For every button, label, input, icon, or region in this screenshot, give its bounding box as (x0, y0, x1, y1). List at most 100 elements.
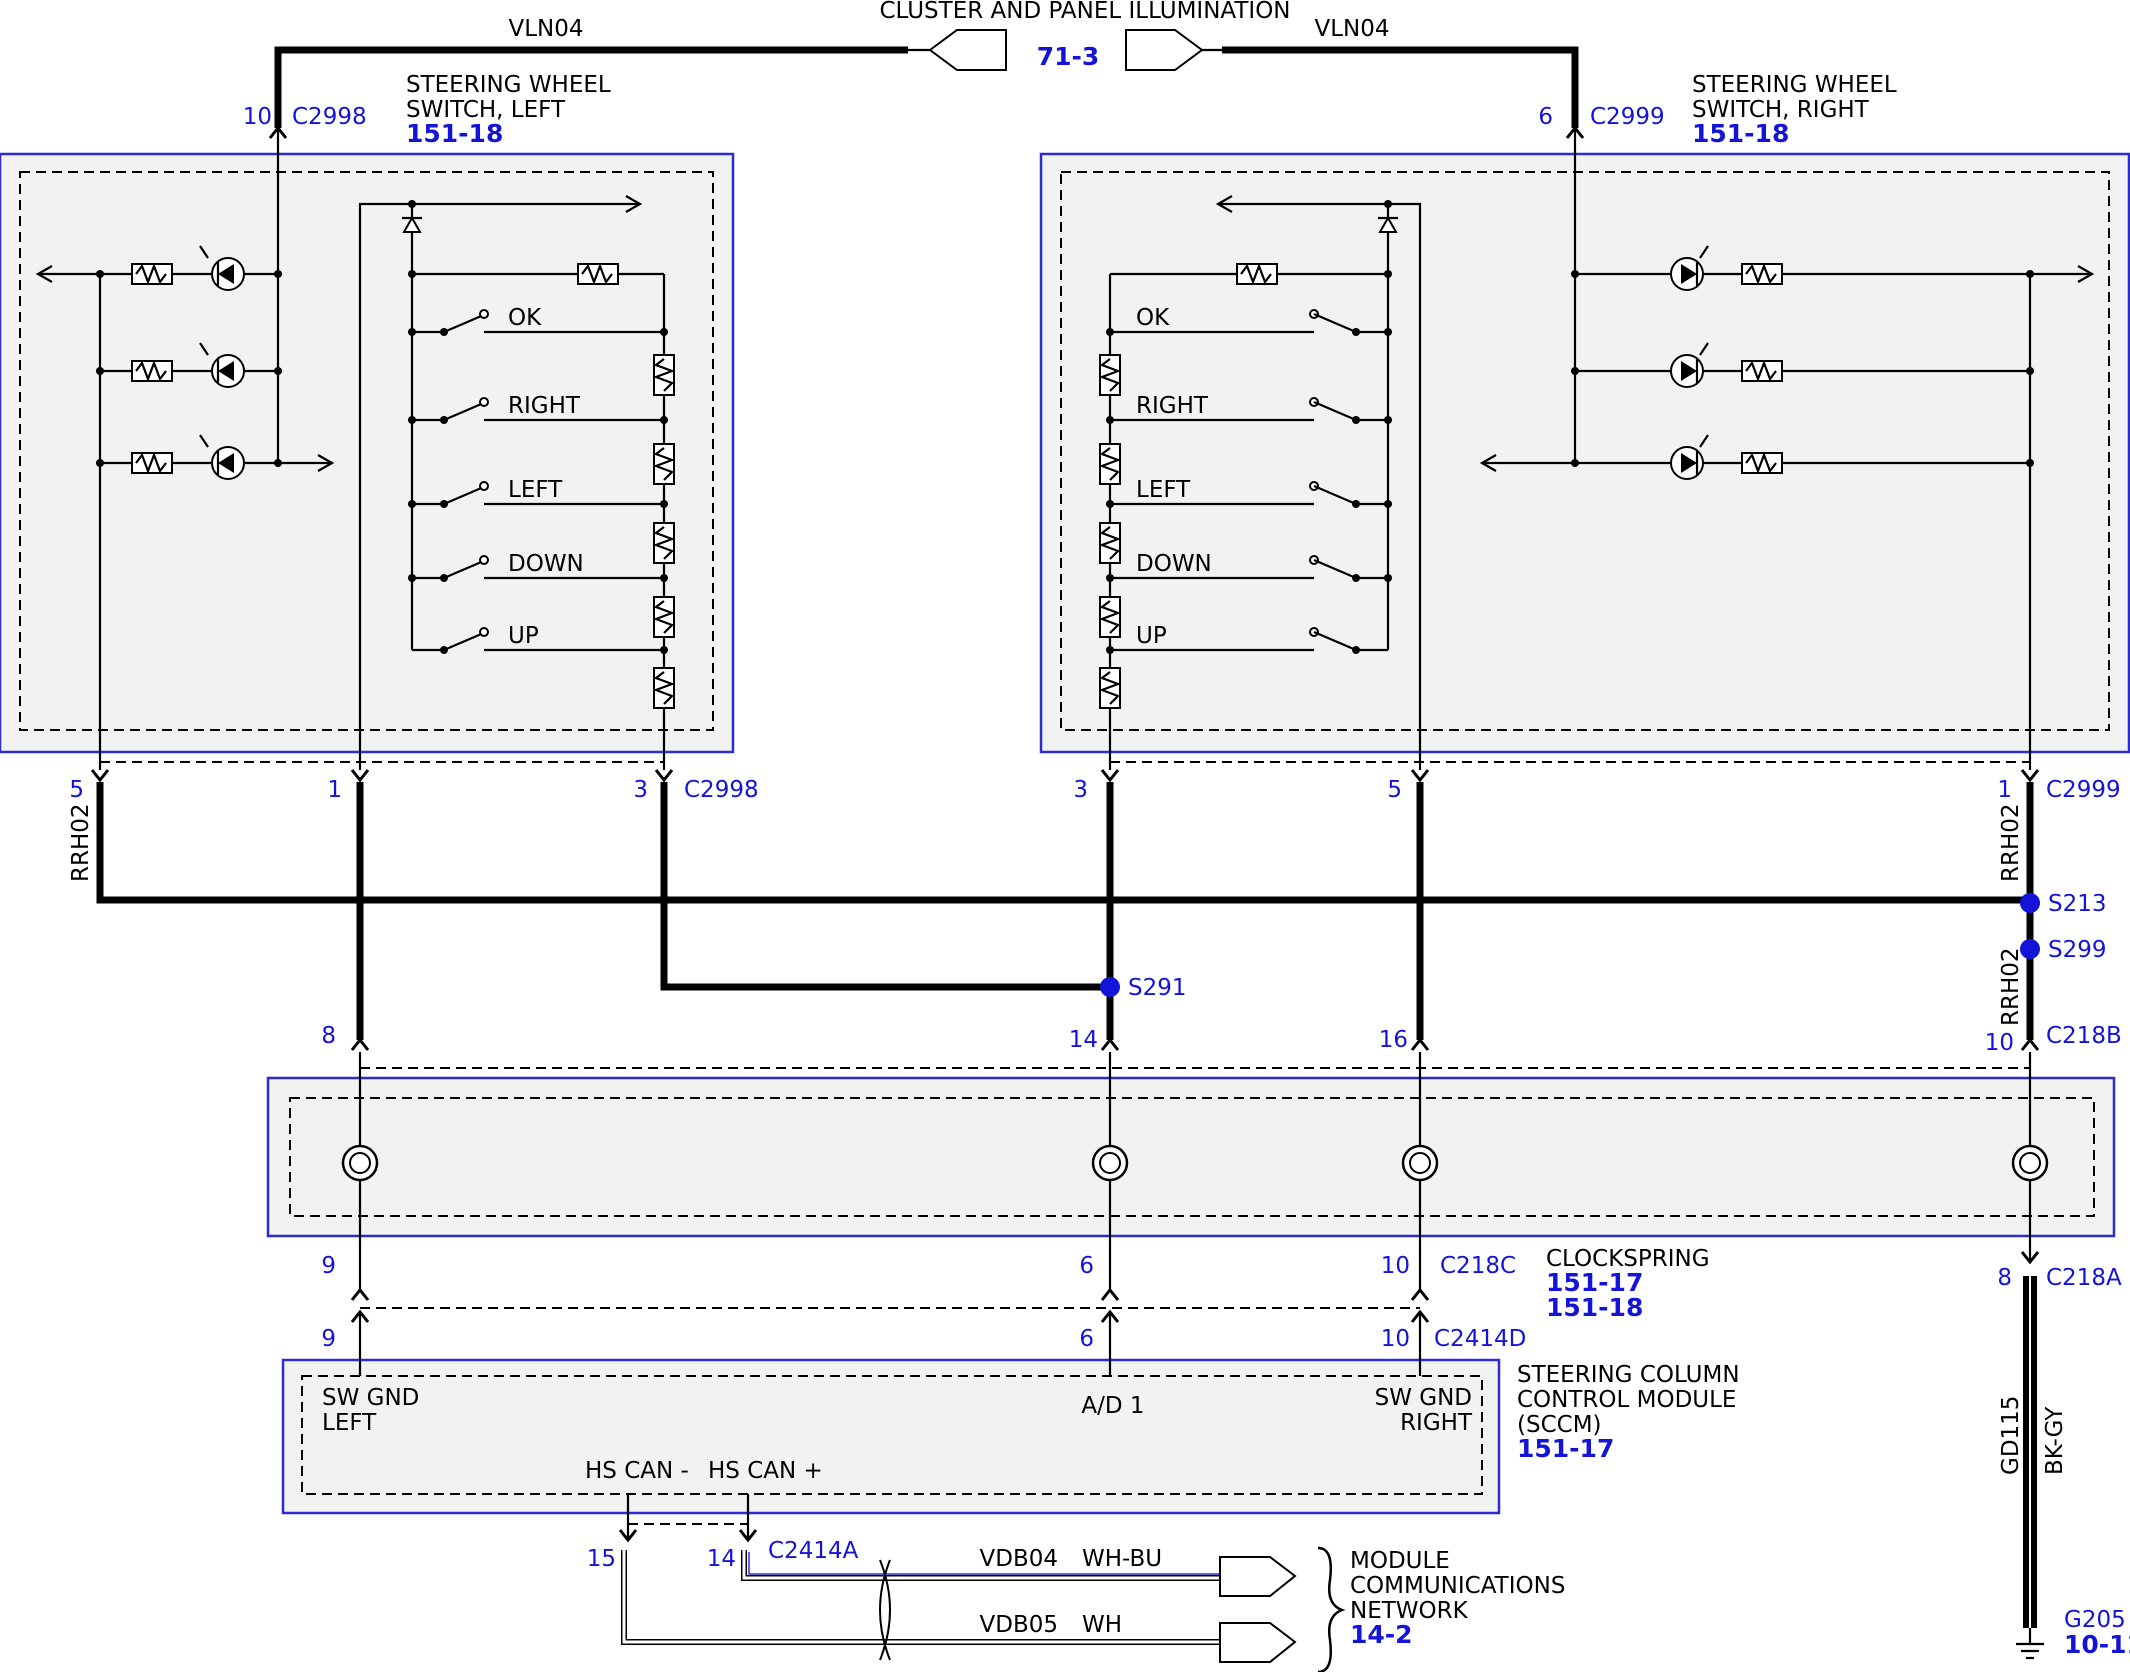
left-switch-ok[interactable]: OK (408, 305, 668, 336)
wire-rrh02-right-lower: RRH02 (1998, 947, 2024, 1026)
clockspring-bottom-pin-10: 10 (1381, 1253, 1410, 1279)
right-button-ok: OK (1136, 305, 1170, 331)
sccm-pin-10: 10 (1381, 1326, 1410, 1352)
splices: S213 S299 S291 (1100, 891, 2107, 1001)
clockspring-ref-2[interactable]: 151-18 (1546, 1293, 1643, 1322)
left-switch-down[interactable]: DOWN (408, 551, 668, 582)
left-pin-3: 3 (633, 777, 648, 803)
can-connector: C2414A (768, 1538, 859, 1564)
network-brace (1317, 1546, 1346, 1672)
left-switch-name-2: SWITCH, LEFT (406, 97, 566, 123)
clockspring-bottom-pin-8: 8 (1997, 1265, 2012, 1291)
clockspring-pin-16: 16 (1379, 1027, 1408, 1053)
network-ref[interactable]: 14-2 (1350, 1620, 1413, 1649)
harness-wires: RRH02 RRH02 RRH02 (68, 782, 2034, 1040)
clockspring-connector-bottom: C218C (1440, 1253, 1516, 1279)
clockspring-pin-14: 14 (1069, 1027, 1098, 1053)
network-name-2: COMMUNICATIONS (1350, 1573, 1565, 1599)
left-button-up: UP (508, 623, 539, 649)
sccm-name-3: (SCCM) (1517, 1412, 1602, 1438)
wire-rrh02-left: RRH02 (68, 803, 94, 882)
left-pin-5: 5 (69, 777, 84, 803)
right-led-row-3 (1479, 434, 2034, 480)
splice-s213-dot (2020, 893, 2040, 913)
clockspring-pin-8: 8 (321, 1023, 336, 1049)
sccm-sw-gnd-right-1: SW GND (1375, 1385, 1472, 1411)
left-button-ok: OK (508, 305, 542, 331)
right-switch-name-2: SWITCH, RIGHT (1692, 97, 1870, 123)
right-switch-down[interactable]: DOWN (1106, 551, 1392, 582)
left-switch-right[interactable]: RIGHT (408, 393, 668, 424)
clockspring-coil-3 (1401, 1144, 1439, 1182)
clockspring-ref-1[interactable]: 151-17 (1546, 1268, 1643, 1297)
right-led-row-2 (1571, 342, 2034, 388)
ground-icon (2016, 1642, 2044, 1660)
clockspring-name: CLOCKSPRING (1546, 1246, 1710, 1272)
right-switch-ref[interactable]: 151-18 (1692, 119, 1789, 148)
splice-s299-dot (2020, 939, 2040, 959)
left-switch-left[interactable]: LEFT (408, 477, 668, 508)
right-switch-ok[interactable]: OK (1106, 305, 1392, 336)
right-pin-1: 1 (1997, 777, 2012, 803)
sccm-ref[interactable]: 151-17 (1517, 1434, 1614, 1463)
right-connector-bottom: C2999 (2046, 777, 2121, 803)
left-led-row-2 (96, 342, 282, 388)
splice-s299: S299 (2048, 937, 2107, 963)
right-led-row-1 (1571, 245, 2095, 291)
right-button-up: UP (1136, 623, 1167, 649)
can-network: 15 14 C2414A VDB04 WH-BU VDB05 WH MODULE… (587, 1494, 1565, 1672)
wire-vdb05: VDB05 (980, 1612, 1059, 1638)
left-switch-connector-top: C2998 (292, 104, 367, 130)
network-connector-2 (1219, 1622, 1297, 1663)
left-connector-bottom: C2998 (684, 777, 759, 803)
clockspring-coil-4 (2011, 1144, 2049, 1182)
left-switch-ref[interactable]: 151-18 (406, 119, 503, 148)
illumination-ref[interactable]: 71-3 (1037, 42, 1100, 71)
right-switch-pin-top: 6 (1538, 104, 1553, 130)
wire-gd115: GD115 (1998, 1396, 2024, 1475)
right-ladder-resistors (1098, 354, 1122, 709)
left-switch-name-1: STEERING WHEEL (406, 72, 611, 98)
clockspring-connector-top: C218B (2046, 1023, 2122, 1049)
ground-ref[interactable]: 10-11 (2064, 1630, 2130, 1659)
clockspring-module: 8 14 16 10 C218B 9 6 10 C218C 8 C218A CL… (266, 1023, 2122, 1322)
left-switch-up[interactable]: UP (412, 623, 668, 654)
right-switch-module: STEERING WHEEL SWITCH, RIGHT 151-18 6 C2… (1039, 72, 2130, 770)
right-switch-left[interactable]: LEFT (1106, 477, 1392, 508)
right-switch-up[interactable]: UP (1106, 623, 1388, 654)
right-button-right: RIGHT (1136, 393, 1209, 419)
left-ladder-resistors (652, 354, 676, 709)
right-pin-5: 5 (1387, 777, 1402, 803)
sccm-name-1: STEERING COLUMN (1517, 1362, 1740, 1388)
right-switch-connector-top: C2999 (1590, 104, 1665, 130)
right-switch-right[interactable]: RIGHT (1106, 393, 1392, 424)
illumination-feed: CLUSTER AND PANEL ILLUMINATION 71-3 VLN0… (274, 0, 1579, 128)
sccm-hs-can-plus: HS CAN + (708, 1458, 823, 1484)
clockspring-pin-10: 10 (1985, 1030, 2014, 1056)
switch-bottom-connectors: 5 1 3 C2998 3 5 1 C2999 (69, 761, 2121, 803)
sccm-sw-gnd-left-2: LEFT (322, 1410, 377, 1436)
wire-vdb04: VDB04 (980, 1546, 1059, 1572)
sccm-sw-gnd-right-2: RIGHT (1400, 1410, 1473, 1436)
sccm-module: 9 6 10 C2414D SW GND LEFT A/D 1 SW GND R… (281, 1307, 1740, 1515)
left-switch-pin-top: 10 (243, 104, 272, 130)
splice-s213: S213 (2048, 891, 2107, 917)
illumination-title: CLUSTER AND PANEL ILLUMINATION (879, 0, 1290, 24)
splice-s291-dot (1100, 977, 1120, 997)
clockspring-bottom-pin-9: 9 (321, 1253, 336, 1279)
wire-bk-gy: BK-GY (2042, 1406, 2068, 1475)
sccm-ad1: A/D 1 (1081, 1393, 1144, 1419)
sccm-pin-6: 6 (1079, 1326, 1094, 1352)
network-name-1: MODULE (1350, 1548, 1450, 1574)
left-button-down: DOWN (508, 551, 584, 577)
left-pin-1: 1 (327, 777, 342, 803)
left-button-left: LEFT (508, 477, 563, 503)
sccm-sw-gnd-left-1: SW GND (322, 1385, 419, 1411)
left-button-right: RIGHT (508, 393, 581, 419)
clockspring-connector-bottom-right: C218A (2046, 1265, 2122, 1291)
right-pin-3: 3 (1073, 777, 1088, 803)
left-led-row-3 (96, 434, 335, 480)
sccm-connector: C2414D (1434, 1326, 1526, 1352)
